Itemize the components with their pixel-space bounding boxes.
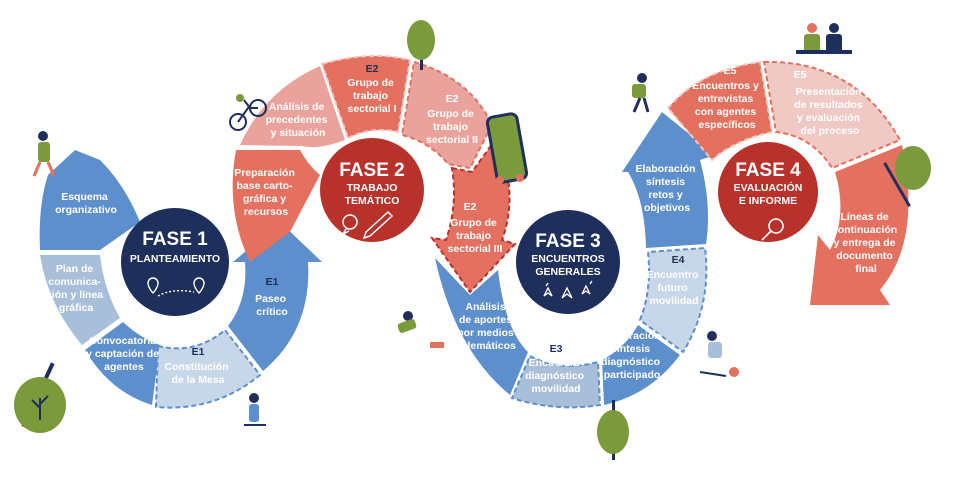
step-retos-segment bbox=[622, 112, 715, 248]
phase-3-ring bbox=[435, 112, 715, 409]
step-lineas-label: Líneas de continuación y entrega de docu… bbox=[832, 211, 900, 275]
step-aportes-segment bbox=[435, 258, 528, 395]
step-aportes-label: Análisis de aportes por medios telemátic… bbox=[457, 301, 517, 352]
step-grupo1-code: E2 bbox=[366, 63, 379, 75]
speech-pencil-icon bbox=[341, 210, 394, 240]
runner-icon bbox=[632, 73, 650, 113]
step-presentacion-segment bbox=[762, 60, 902, 170]
tree-icon bbox=[597, 400, 629, 460]
cyclist-icon bbox=[229, 94, 267, 131]
step-diagnostico-segment bbox=[510, 354, 602, 409]
step-paseo-label: Paseo crítico bbox=[255, 293, 289, 318]
phase-2-title: FASE 2 bbox=[339, 160, 404, 181]
step-esquema-label: Esquema organizativo bbox=[55, 191, 117, 216]
phase-3-subtitle-1: ENCUENTROS bbox=[531, 253, 605, 265]
tree-icon bbox=[883, 146, 931, 207]
step-preparacion-segment bbox=[232, 150, 320, 262]
step-grupo2-label: Grupo de trabajo sectorial II bbox=[426, 108, 478, 146]
step-convocatoria-segment bbox=[85, 322, 160, 405]
step-encuentros-segment bbox=[666, 60, 774, 162]
jogger-dog-icon bbox=[397, 311, 444, 348]
step-esquema-segment bbox=[39, 150, 140, 250]
step-grupo1-segment bbox=[320, 54, 412, 140]
step-encuentros-code: E5 bbox=[724, 65, 737, 77]
step-elab-diag-segment bbox=[602, 325, 680, 405]
phase-2-ring bbox=[232, 54, 517, 294]
step-grupo2-code: E2 bbox=[446, 93, 459, 105]
phase-4-subtitle-2: E INFORME bbox=[739, 195, 797, 207]
phase-1-subtitle: PLANTEAMIENTO bbox=[130, 253, 220, 265]
step-constitucion-label: Constitución de la Mesa bbox=[164, 361, 231, 386]
step-grupo2-segment bbox=[400, 60, 494, 170]
step-grupo3-code: E2 bbox=[464, 201, 477, 213]
step-plan-segment bbox=[40, 255, 120, 345]
step-convocatoria-label: Convocatoria y captación de agentes bbox=[86, 335, 162, 373]
step-futuro-code: E4 bbox=[672, 254, 685, 266]
phase-3-subtitle-2: GENERALES bbox=[535, 266, 600, 278]
step-analisis-segment bbox=[240, 66, 345, 148]
step-preparacion-label: Preparación base carto- gráfica y recurs… bbox=[234, 167, 298, 218]
step-plan-label: Plan de comunica- ción y línea gráfica bbox=[46, 263, 106, 314]
step-presentacion-label: Presentación de resultados y evaluación … bbox=[794, 86, 865, 137]
step-grupo3-segment bbox=[429, 138, 517, 294]
step-lineas-segment bbox=[810, 145, 909, 305]
step-analisis-label: Análisis de precedentes y situación bbox=[266, 101, 331, 139]
map-route-icon bbox=[147, 277, 205, 297]
step-constitucion-code: E1 bbox=[192, 346, 205, 358]
step-paseo-code: E1 bbox=[266, 276, 279, 288]
step-constitucion-segment bbox=[154, 328, 262, 409]
step-encuentros-label: Encuentros y entrevistas con agentes esp… bbox=[692, 80, 761, 131]
phase-4-ring bbox=[666, 60, 909, 305]
step-retos-label: Elaboración síntesis retos y objetivos bbox=[635, 163, 698, 214]
phase-2-subtitle-1: TRABAJO bbox=[347, 182, 398, 194]
step-diagnostico-code: E3 bbox=[550, 343, 563, 355]
step-grupo1-label: Grupo de trabajo sectorial I bbox=[347, 77, 397, 115]
step-futuro-segment bbox=[638, 246, 708, 354]
phase-4-circle bbox=[718, 142, 818, 242]
walker-icon bbox=[32, 131, 56, 177]
phase-3-title: FASE 3 bbox=[535, 231, 600, 252]
step-grupo3-label: Grupo de trabajo sectorial III bbox=[448, 217, 503, 255]
step-elab-diag-label: Elaboración síntesis diagnóstico partici… bbox=[600, 330, 663, 381]
step-presentacion-code: E5 bbox=[794, 69, 807, 81]
people-bench-icon bbox=[796, 23, 852, 54]
phase-4-title: FASE 4 bbox=[735, 160, 801, 181]
phase-2-subtitle-2: TEMÁTICO bbox=[345, 194, 400, 207]
skater-icon bbox=[244, 393, 266, 426]
step-diagnostico-label: Encuentro diagnóstico movilidad bbox=[525, 357, 587, 395]
step-futuro-label: Encuentro futuro movilidad bbox=[647, 269, 702, 307]
skateboarder-icon bbox=[699, 331, 739, 377]
phase-4-subtitle-1: EVALUACIÓN bbox=[734, 181, 803, 194]
stars-icon bbox=[543, 280, 593, 299]
phase-3-circle bbox=[516, 210, 620, 314]
magnifier-icon bbox=[761, 218, 784, 241]
phase-1-title: FASE 1 bbox=[142, 229, 208, 250]
tree-icon bbox=[14, 362, 66, 433]
bus-icon bbox=[485, 112, 529, 184]
phase-1-ring bbox=[39, 150, 322, 409]
tree-icon bbox=[407, 20, 435, 70]
